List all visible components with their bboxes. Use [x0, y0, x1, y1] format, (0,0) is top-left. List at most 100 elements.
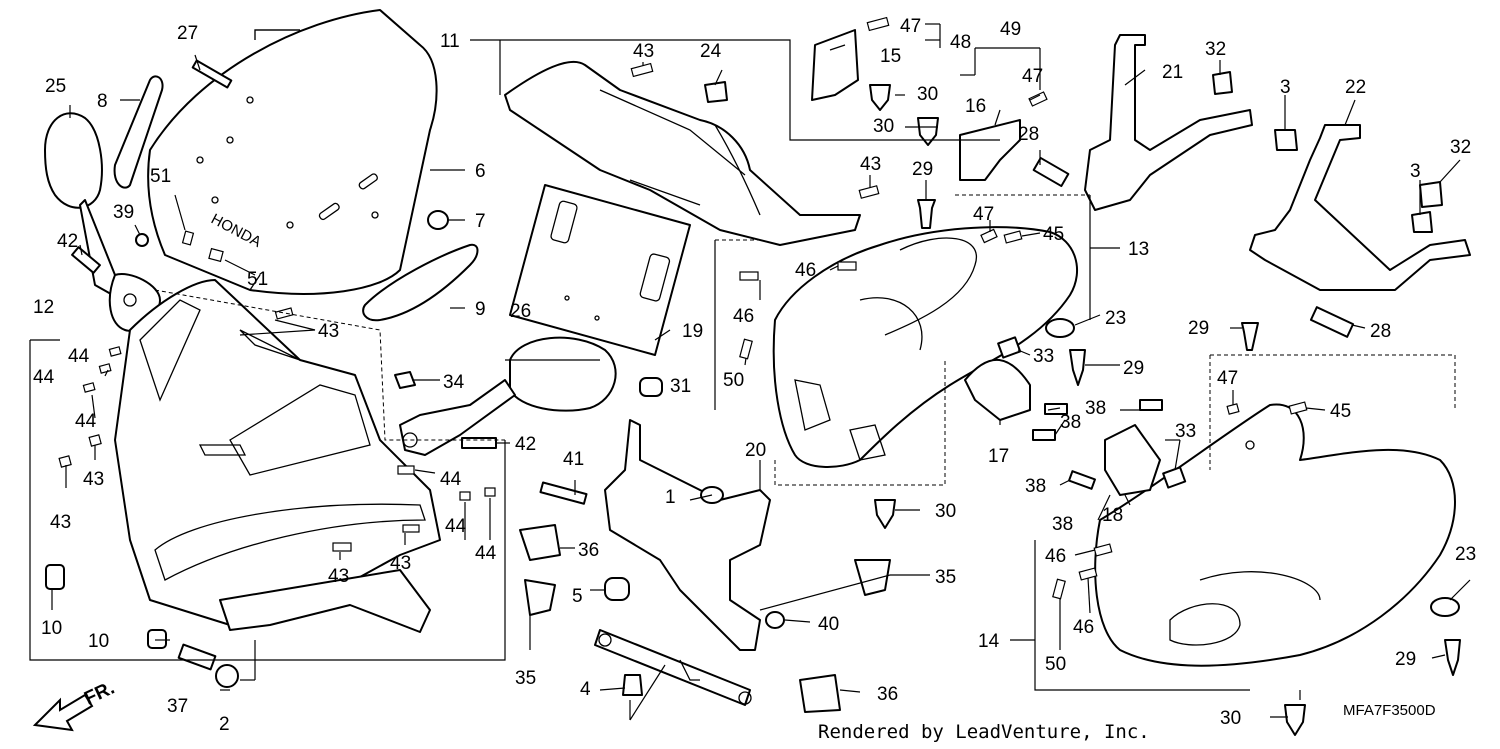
nut-40-part[interactable]	[765, 611, 785, 629]
rivet-30a-part[interactable]	[869, 84, 891, 111]
collar-2-part[interactable]	[215, 664, 239, 688]
callout-47: 47	[1022, 66, 1043, 87]
rivet-30c-part[interactable]	[874, 499, 896, 529]
callout-41: 41	[563, 449, 584, 470]
grommet-23b-part[interactable]	[1430, 597, 1460, 617]
callout-36: 36	[578, 540, 599, 561]
screw-29b-part[interactable]	[1241, 322, 1259, 351]
callout-44: 44	[440, 469, 462, 490]
callout-49: 49	[1000, 19, 1021, 40]
cushion-5-part[interactable]	[604, 577, 630, 601]
callout-29: 29	[1188, 318, 1209, 339]
left-mirror-part[interactable]	[44, 112, 161, 332]
callout-1: 1	[665, 487, 676, 508]
clip-33b-part[interactable]	[1162, 466, 1187, 489]
bolt-42b-part[interactable]	[71, 246, 101, 274]
inner-cowl-part[interactable]	[219, 569, 431, 633]
callout-17: 17	[988, 446, 1009, 467]
bracket-15-part[interactable]	[811, 29, 859, 101]
callout-16: 16	[965, 96, 986, 117]
callout-31: 31	[670, 376, 691, 397]
middle-cowl-part[interactable]	[772, 226, 1079, 468]
cowl-stay-part[interactable]	[594, 419, 771, 706]
clip-36a-part[interactable]	[519, 524, 561, 561]
bracket-18-part[interactable]	[1104, 424, 1161, 496]
bolt-28a-part[interactable]	[1032, 156, 1070, 188]
screw-29d-part[interactable]	[1444, 639, 1461, 676]
callout-43: 43	[318, 321, 339, 342]
callout-15: 15	[880, 46, 901, 67]
callout-44: 44	[68, 346, 90, 367]
grommet-10a-part[interactable]	[45, 564, 65, 590]
callout-24: 24	[700, 41, 722, 62]
nut-32b-part[interactable]	[1419, 181, 1443, 208]
screw-39-part[interactable]	[135, 233, 149, 247]
inner-panel-upper-part[interactable]	[504, 60, 861, 246]
screw-38d-part[interactable]	[1068, 470, 1096, 490]
clip-33a-part[interactable]	[997, 336, 1022, 359]
callout-27: 27	[177, 23, 198, 44]
callout-48: 48	[950, 32, 971, 53]
screw-38a-part[interactable]	[1139, 399, 1163, 411]
nut-31-part[interactable]	[639, 377, 663, 397]
callout-51: 51	[247, 269, 268, 290]
callout-22: 22	[1345, 77, 1366, 98]
bolt-28b-part[interactable]	[1309, 306, 1355, 338]
grommet-10b-part[interactable]	[147, 629, 167, 649]
stay-bracket-right-part[interactable]	[1249, 124, 1471, 291]
callout-39: 39	[113, 202, 134, 223]
callout-35: 35	[515, 668, 536, 689]
screw-29c-part[interactable]	[1069, 349, 1086, 386]
callout-44: 44	[445, 516, 467, 537]
mirror-cover-upper-part[interactable]	[113, 75, 164, 189]
callout-44: 44	[33, 367, 55, 388]
bolt-41-part[interactable]	[539, 481, 588, 505]
callout-40: 40	[818, 614, 839, 635]
nut-24-part[interactable]	[704, 81, 728, 103]
grommet-3b-part[interactable]	[1411, 211, 1433, 233]
bracket-17-part[interactable]	[964, 359, 1031, 421]
callout-9: 9	[475, 299, 486, 320]
callout-38: 38	[1052, 514, 1073, 535]
bolt-27-part[interactable]	[191, 59, 233, 89]
callout-43: 43	[633, 41, 654, 62]
screw-38c-part[interactable]	[1032, 429, 1056, 441]
callout-45: 45	[1330, 401, 1351, 422]
stay-bracket-left-part[interactable]	[1084, 34, 1253, 211]
callout-19: 19	[682, 321, 703, 342]
callout-43: 43	[390, 553, 411, 574]
callout-29: 29	[1395, 649, 1416, 670]
callout-44: 44	[475, 543, 497, 564]
clip-35b-part[interactable]	[854, 559, 891, 596]
rivet-30d-part[interactable]	[1284, 704, 1306, 736]
callout-7: 7	[475, 211, 486, 232]
cushion-4-part[interactable]	[622, 674, 643, 696]
callout-13: 13	[1128, 239, 1149, 260]
windscreen-part[interactable]: HONDA	[147, 9, 438, 295]
callout-11: 11	[440, 31, 460, 52]
callout-33: 33	[1175, 421, 1196, 442]
callout-46: 46	[1045, 546, 1066, 567]
rivet-30b-part[interactable]	[917, 117, 939, 146]
nut-32a-part[interactable]	[1212, 71, 1233, 95]
callout-21: 21	[1162, 62, 1183, 83]
right-mirror-part[interactable]	[399, 336, 617, 456]
clip-35a-part[interactable]	[524, 579, 556, 616]
side-cowl-part[interactable]	[1094, 403, 1456, 667]
clip-36b-part[interactable]	[799, 674, 841, 713]
clip-34-part[interactable]	[394, 371, 416, 389]
bolt-37-part[interactable]	[177, 643, 217, 671]
callout-30: 30	[1220, 708, 1241, 729]
meter-panel-part[interactable]	[509, 184, 691, 356]
grommet-3a-part[interactable]	[1274, 129, 1298, 151]
screw-29a-part[interactable]	[917, 199, 936, 229]
callout-3: 3	[1410, 161, 1421, 182]
callout-4: 4	[580, 679, 591, 700]
nut-7-part[interactable]	[427, 210, 449, 230]
mirror-cover-lower-part[interactable]	[362, 243, 479, 322]
grommet-23a-part[interactable]	[1045, 318, 1075, 338]
callout-46: 46	[733, 306, 754, 327]
bracket-16-part[interactable]	[959, 119, 1021, 181]
callout-44: 44	[75, 411, 97, 432]
